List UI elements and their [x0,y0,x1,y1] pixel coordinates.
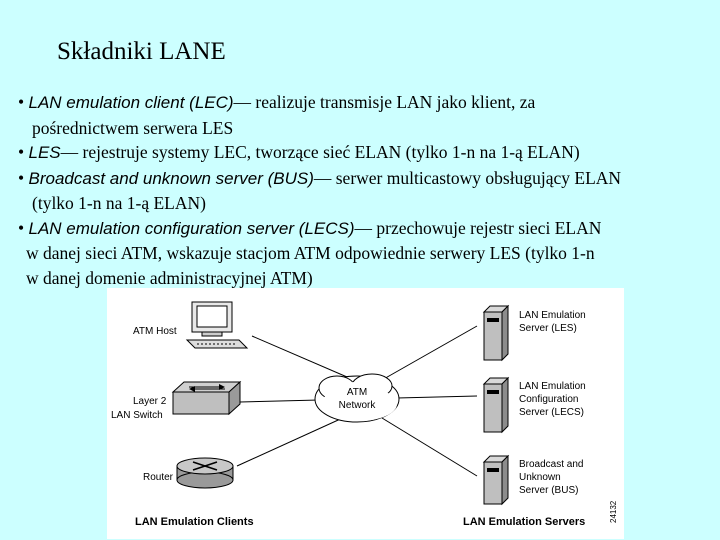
link-les [381,325,478,381]
network-label-2: Network [339,400,377,411]
lan-switch-icon [171,380,242,416]
bullet-text: — serwer multicastowy obsługujący ELAN [313,167,622,188]
label-lecs-1: LAN Emulation [519,381,586,392]
footer-servers: LAN Emulation Servers [463,516,585,528]
bullet-lecs-cont2: w danej domenie administracyjnej ATM) [26,267,313,288]
bullet-lecs: • LAN emulation configuration server (LE… [18,216,718,242]
bullet-mark: • [18,167,25,188]
link-router [236,415,348,467]
label-bus-1: Broadcast and [519,459,584,470]
bullet-les: • LES— rejestruje systemy LEC, tworzące … [18,140,718,166]
bullet-text: — przechowuje rejestr sieci ELAN [354,217,602,238]
label-atm-host: ATM Host [133,326,177,337]
figure-number: 24132 [609,500,618,523]
atm-host-icon [185,301,249,349]
link-bus [381,417,478,477]
bullet-bus: • Broadcast and unknown server (BUS)— se… [18,166,718,192]
bullet-lec: • LAN emulation client (LEC)— realizuje … [18,90,718,116]
link-host [251,335,355,381]
les-server-icon [482,304,510,362]
label-switch-1: Layer 2 [133,396,167,407]
bullet-bus-cont: (tylko 1-n na 1-ą ELAN) [32,193,206,213]
label-les-2: Server (LES) [519,323,577,334]
label-bus-2: Unknown [519,472,561,483]
bullet-mark: • [18,142,25,162]
bullet-list: • LAN emulation client (LEC)— realizuje … [18,90,718,290]
term-lec: LAN emulation client (LEC) [28,93,234,112]
term-les: LES [28,143,61,162]
label-router: Router [143,472,174,483]
label-bus-3: Server (BUS) [519,485,578,496]
link-lecs [396,395,478,399]
bullet-mark: • [18,217,25,238]
diagram-svg: ATM Network ATM Host Layer 2 LAN Switch [111,301,618,528]
bullet-lecs-cont1: w danej sieci ATM, wskazuje stacjom ATM … [26,243,595,263]
bullet-text: — rejestruje systemy LEC, tworzące sieć … [60,142,580,162]
label-lecs-3: Server (LECS) [519,407,584,418]
bullet-lec-cont: pośrednictwem serwera LES [32,117,234,138]
bullet-text: — realizuje transmisje LAN jako klient, … [233,92,536,112]
term-lecs: LAN emulation configuration server (LECS… [28,218,355,238]
atm-network-cloud [314,373,400,423]
router-icon [176,457,234,489]
label-switch-2: LAN Switch [111,410,163,421]
slide-title: Składniki LANE [57,38,226,65]
link-switch [239,399,320,403]
lane-diagram: ATM Network ATM Host Layer 2 LAN Switch [107,288,624,539]
bullet-mark: • [18,92,25,112]
footer-clients: LAN Emulation Clients [135,516,254,528]
bus-server-icon [482,454,510,506]
term-bus: Broadcast and unknown server (BUS) [28,168,314,188]
lecs-server-icon [482,376,510,434]
connection-lines [236,325,478,477]
network-label-1: ATM [347,387,367,398]
label-lecs-2: Configuration [519,394,578,405]
label-les-1: LAN Emulation [519,310,586,321]
